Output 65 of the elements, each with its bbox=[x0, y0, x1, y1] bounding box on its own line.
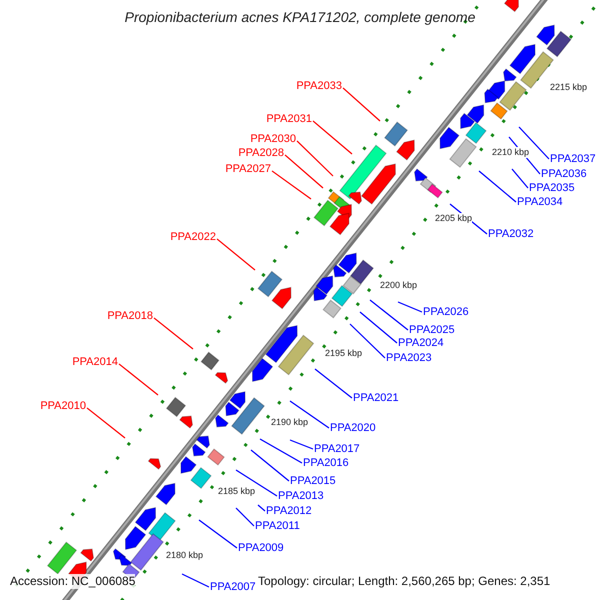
gene-label: PPA2033 bbox=[296, 80, 342, 92]
leader-line bbox=[216, 238, 256, 270]
leader-line bbox=[290, 400, 330, 428]
tick-label: 2190 kbp bbox=[271, 417, 308, 428]
leader-line bbox=[250, 450, 290, 482]
leader-line bbox=[290, 439, 314, 450]
gene-label: PPA2026 bbox=[423, 306, 469, 318]
leader-line bbox=[518, 126, 550, 160]
gene-label: PPA2012 bbox=[266, 504, 312, 518]
gene-label: PPA2013 bbox=[278, 490, 324, 502]
gene-label: PPA2020 bbox=[330, 422, 376, 434]
gene-label: PPA2021 bbox=[353, 392, 399, 404]
tick-label: 2210 kbp bbox=[492, 147, 530, 158]
gene-label: PPA2023 bbox=[386, 352, 432, 364]
leader-line bbox=[258, 504, 266, 512]
gene-label: PPA2028 bbox=[238, 146, 284, 160]
leader-line bbox=[236, 470, 278, 496]
tick-label: 2195 kbp bbox=[325, 348, 362, 359]
gene-label: PPA2032 bbox=[488, 228, 534, 240]
footer-text: Accession: NC_006085 bbox=[10, 574, 136, 589]
gene-label: PPA2015 bbox=[290, 474, 336, 488]
gene-label: PPA2014 bbox=[72, 356, 118, 368]
leader-line bbox=[350, 324, 386, 358]
gene-label: PPA2035 bbox=[529, 182, 575, 194]
leader-line bbox=[314, 368, 352, 398]
leader-line bbox=[398, 301, 422, 313]
leader-line bbox=[236, 508, 254, 526]
gene-label: PPA2037 bbox=[550, 152, 596, 166]
leader-line bbox=[118, 363, 158, 396]
tick-label: 2180 kbp bbox=[166, 550, 204, 561]
leader-line bbox=[272, 170, 312, 200]
tick-label: 2200 kbp bbox=[380, 280, 418, 291]
gene-label: PPA2007 bbox=[210, 580, 256, 594]
gene-label: PPA2036 bbox=[541, 168, 587, 180]
gene-label: PPA2024 bbox=[398, 336, 444, 350]
leader-line bbox=[360, 312, 398, 344]
footer-text: Topology: circular; Length: 2,560,265 bp; Genes: 2,351 bbox=[258, 574, 550, 589]
gene-label: PPA2022 bbox=[170, 230, 216, 244]
leader-line bbox=[260, 438, 302, 464]
leader-line bbox=[154, 317, 194, 350]
gene-label: PPA2010 bbox=[40, 400, 86, 412]
gene-label: PPA2009 bbox=[238, 542, 284, 554]
leader-line bbox=[478, 170, 516, 202]
tick-label: 2185 kbp bbox=[218, 486, 256, 497]
tick-label: 2205 kbp bbox=[435, 213, 472, 224]
gene-label: PPA2027 bbox=[225, 162, 271, 176]
gene-label: PPA2030 bbox=[250, 132, 296, 146]
gene-label: PPA2017 bbox=[314, 442, 360, 456]
gene-label: PPA2011 bbox=[255, 520, 300, 532]
leader-line bbox=[342, 88, 380, 122]
tick-label: 2215 kbp bbox=[550, 82, 588, 93]
leader-line bbox=[86, 407, 126, 438]
gene-label: PPA2025 bbox=[409, 324, 455, 336]
gene-label: PPA2016 bbox=[303, 456, 349, 470]
leader-line bbox=[198, 520, 238, 548]
leader-line bbox=[296, 140, 334, 176]
leader-line bbox=[312, 120, 352, 154]
leader-line bbox=[284, 154, 324, 188]
gene-label: PPA2034 bbox=[517, 196, 563, 208]
gene-label: PPA2031 bbox=[266, 112, 312, 126]
gene-label: PPA2018 bbox=[107, 310, 153, 322]
leader-line bbox=[512, 168, 528, 188]
leader-line bbox=[182, 573, 210, 588]
title: Propionibacterium acnes KPA171202, complete genome bbox=[124, 9, 476, 26]
leader-line bbox=[370, 300, 408, 330]
